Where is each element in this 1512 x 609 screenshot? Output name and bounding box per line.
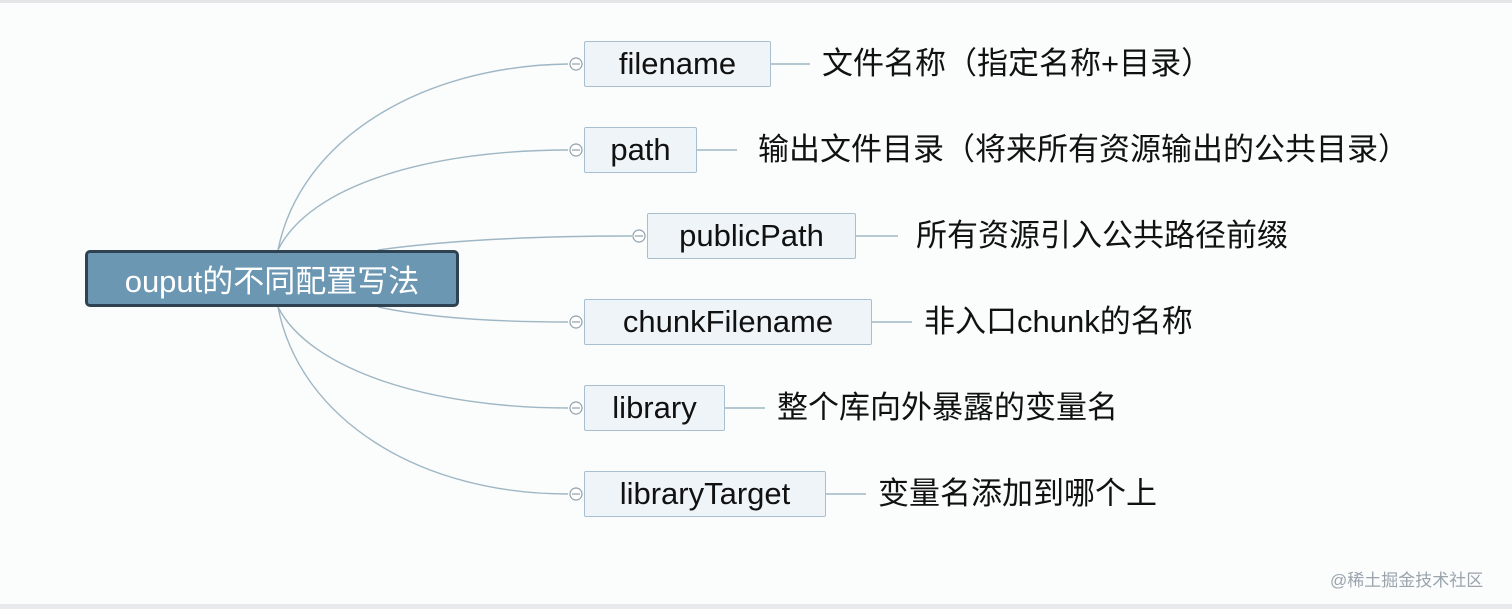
topic-path[interactable]: path — [584, 127, 697, 173]
connector-publicPath — [377, 235, 633, 251]
topic-desc-filename[interactable]: 文件名称（指定名称+目录） — [822, 46, 1213, 81]
root-topic[interactable]: ouput的不同配置写法 — [85, 250, 459, 307]
topic-filename[interactable]: filename — [584, 41, 771, 87]
top-border — [0, 0, 1512, 3]
bottom-border — [0, 604, 1512, 609]
topic-desc-path[interactable]: 输出文件目录（将来所有资源输出的公共目录） — [758, 132, 1409, 167]
collapse-toggle-publicPath[interactable] — [632, 229, 646, 243]
watermark: @稀土掘金技术社区 — [1330, 571, 1484, 590]
collapse-toggle-path[interactable] — [569, 143, 583, 157]
topic-desc-publicPath[interactable]: 所有资源引入公共路径前缀 — [916, 218, 1288, 253]
connector-filename — [277, 63, 569, 251]
collapse-toggle-filename[interactable] — [569, 57, 583, 71]
topic-desc-library[interactable]: 整个库向外暴露的变量名 — [777, 390, 1118, 425]
collapse-toggle-libraryTarget[interactable] — [569, 487, 583, 501]
topic-chunkFilename[interactable]: chunkFilename — [584, 299, 872, 345]
connector-libraryTarget — [277, 306, 569, 495]
collapse-toggle-library[interactable] — [569, 401, 583, 415]
collapse-toggle-chunkFilename[interactable] — [569, 315, 583, 329]
topic-libraryTarget[interactable]: libraryTarget — [584, 471, 826, 517]
connector-library — [277, 306, 569, 409]
topic-desc-libraryTarget[interactable]: 变量名添加到哪个上 — [878, 476, 1157, 511]
topic-desc-chunkFilename[interactable]: 非入口chunk的名称 — [924, 304, 1193, 339]
topic-library[interactable]: library — [584, 385, 725, 431]
connector-path — [277, 149, 569, 251]
connector-chunkFilename — [377, 306, 569, 323]
topic-publicPath[interactable]: publicPath — [647, 213, 856, 259]
